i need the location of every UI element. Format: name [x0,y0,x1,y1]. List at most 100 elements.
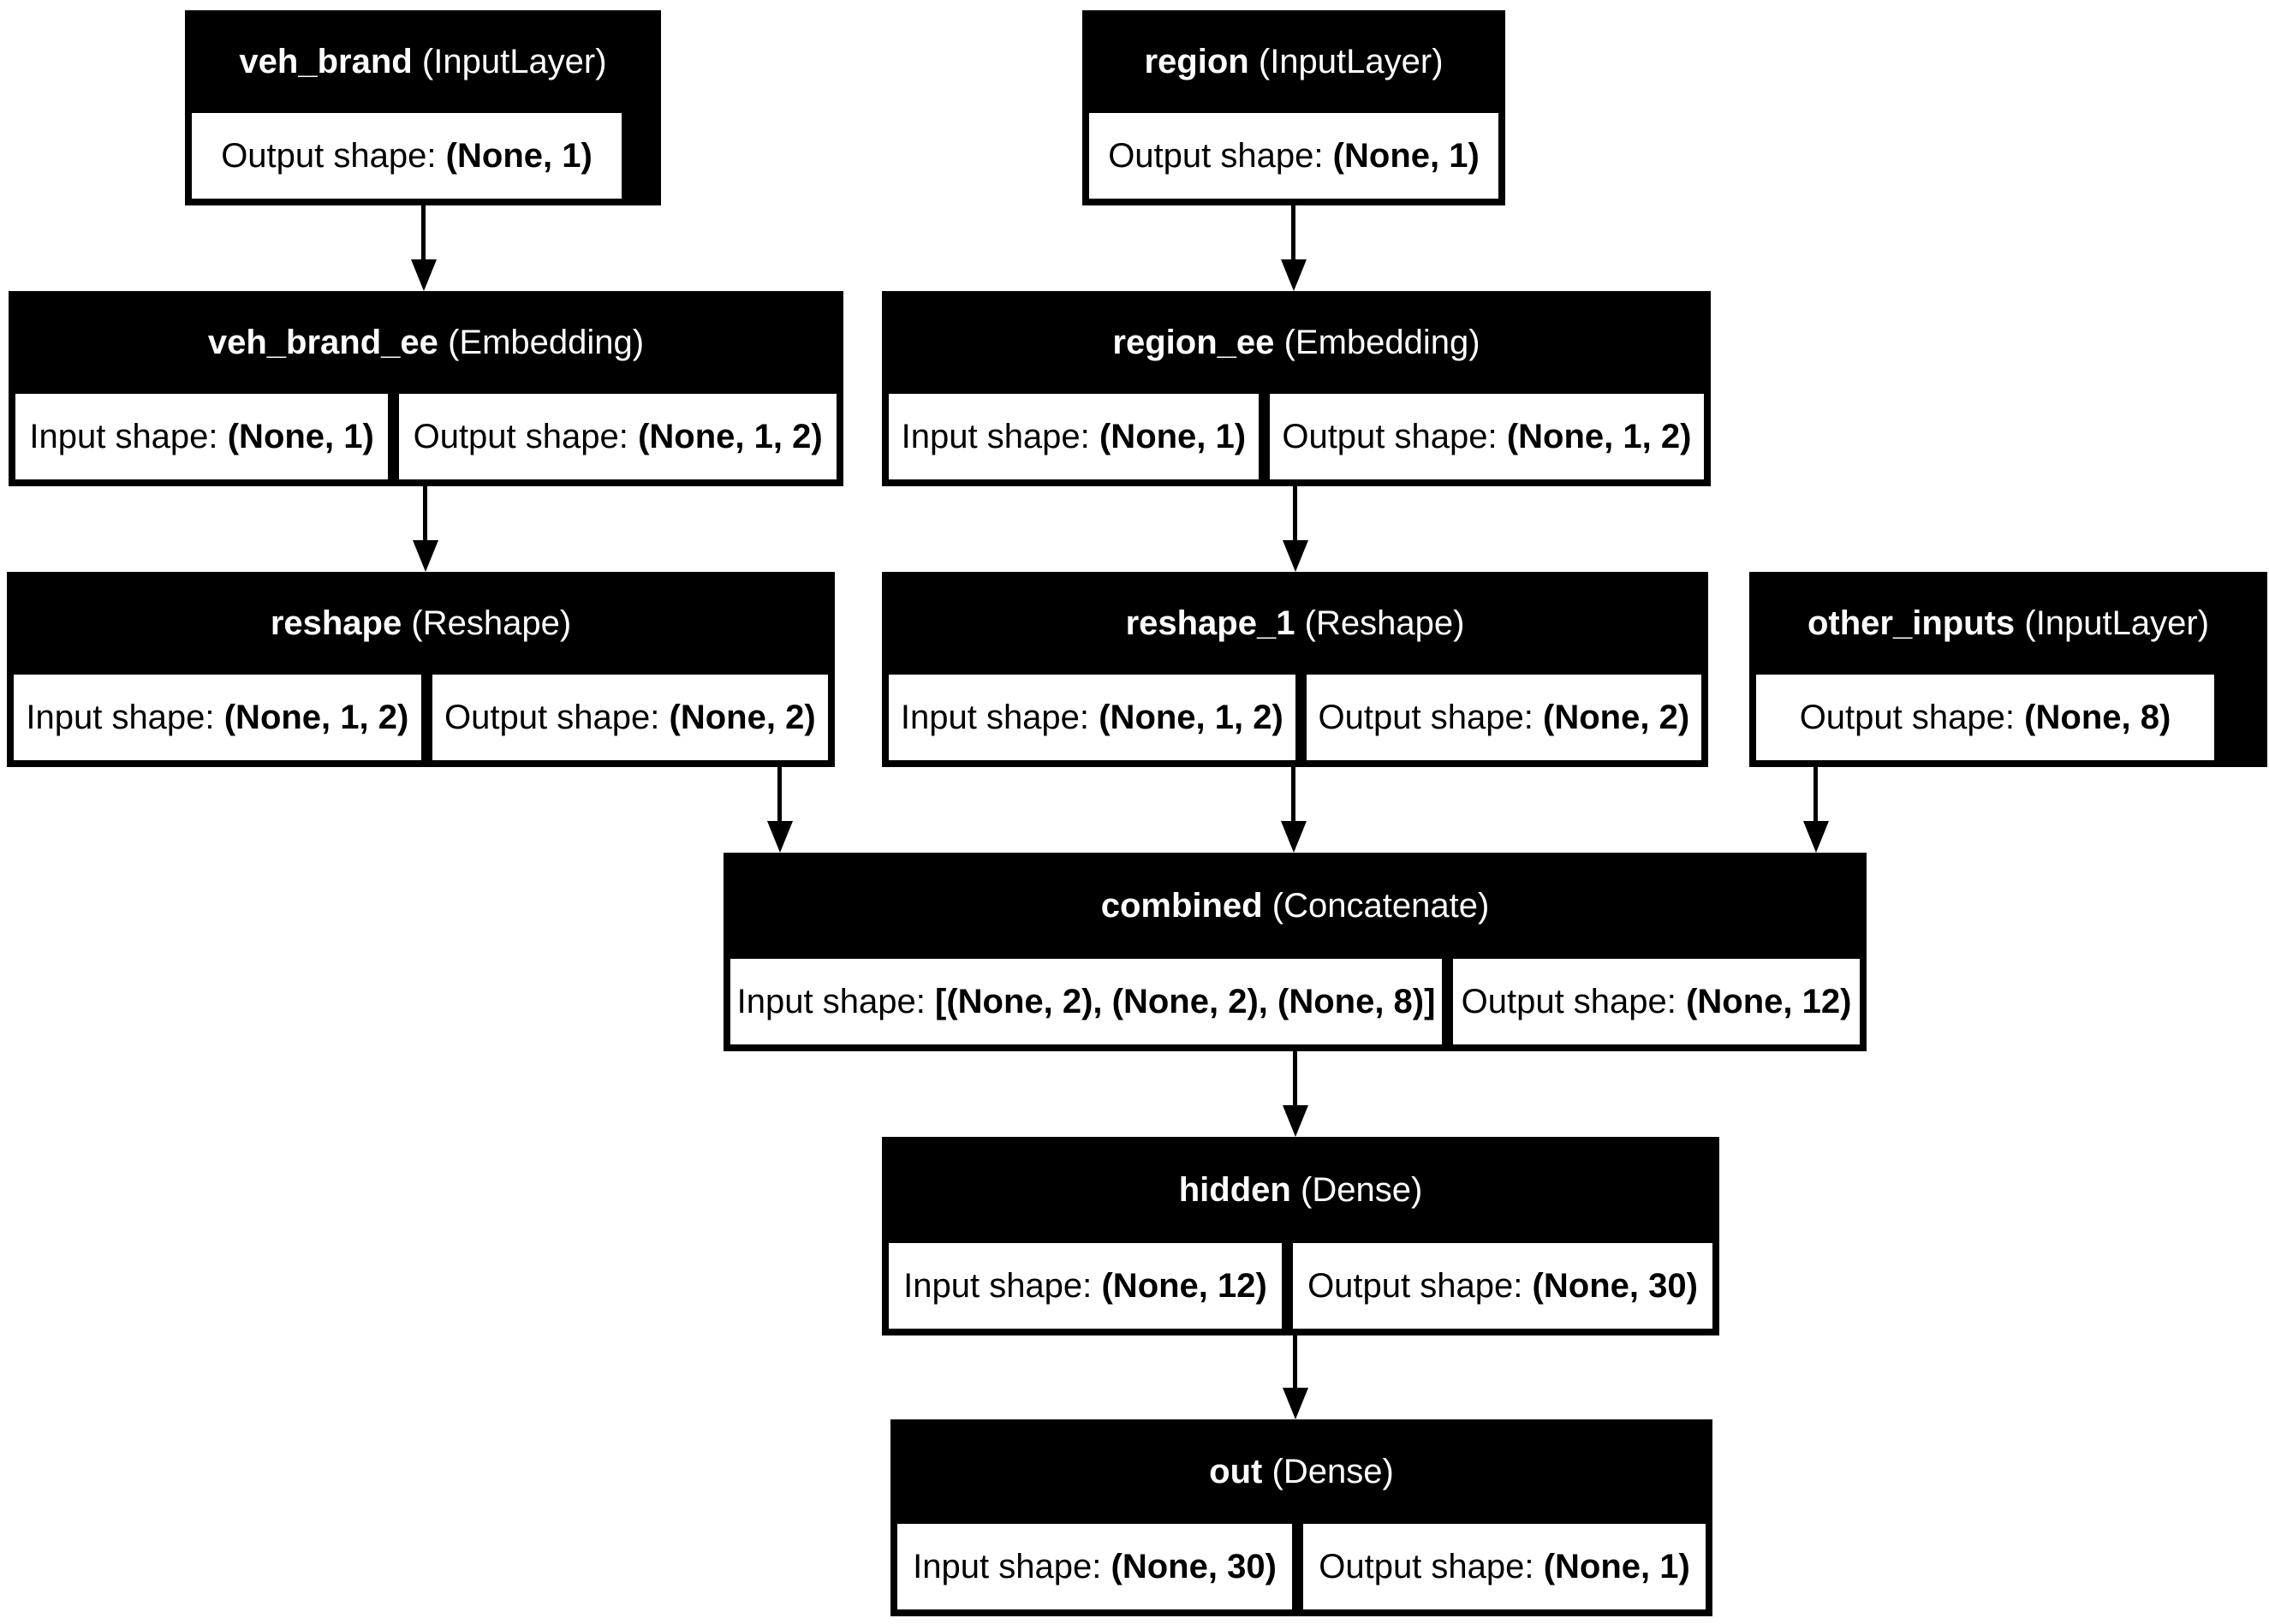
shape-cells: Output shape: (None, 8) [1756,675,2214,760]
layer-type: (Reshape) [411,604,572,642]
edge-line [777,767,782,824]
input-shape-value: (None, 12) [1101,1266,1267,1305]
layer-title: reshape_1 (Reshape) [882,572,1708,675]
output-shape-cell: Output shape: (None, 1) [1303,1524,1706,1609]
layer-node-reshape-1: reshape_1 (Reshape) Input shape: (None, … [882,572,1708,767]
shape-cells: Output shape: (None, 1) [192,113,622,199]
layer-name: region_ee [1112,323,1275,361]
arrowhead-down-icon [1280,259,1307,291]
shape-cells: Input shape: (None, 1) Output shape: (No… [15,394,837,479]
layer-title: other_inputs (InputLayer) [1749,572,2267,675]
layer-type: (Reshape) [1304,604,1465,642]
input-shape-cell: Input shape: (None, 1, 2) [889,675,1295,760]
edge-line [1293,1335,1297,1390]
output-shape-label: Output shape: [1307,1266,1523,1305]
layer-type: (Dense) [1271,1452,1394,1490]
edge-region-to-region-ee [1280,205,1307,291]
output-shape-cell: Output shape: (None, 30) [1292,1243,1713,1329]
output-shape-value: (None, 1, 2) [638,417,823,455]
layer-name: reshape_1 [1125,604,1295,642]
arrowhead-down-icon [1282,540,1308,572]
input-shape-label: Input shape: [903,1266,1093,1305]
output-shape-value: (None, 2) [669,698,816,736]
edge-combined-to-hidden [1282,1051,1308,1137]
input-shape-cell: Input shape: (None, 1) [889,394,1259,479]
edge-veh-brand-ee-to-reshape [412,486,438,572]
input-shape-value: [(None, 2), (None, 2), (None, 8)] [935,982,1436,1020]
output-shape-cell: Output shape: (None, 1, 2) [399,394,837,479]
arrowhead-down-icon [1280,821,1307,853]
edge-line [1293,486,1297,543]
edge-hidden-to-out [1282,1335,1308,1419]
layer-title: region_ee (Embedding) [882,291,1711,394]
input-shape-value: (None, 1, 2) [223,698,409,736]
layer-name: veh_brand_ee [207,323,438,361]
layer-type: (InputLayer) [421,42,607,80]
input-shape-cell: Input shape: (None, 1) [15,394,389,479]
input-shape-label: Input shape: [29,417,218,455]
layer-title: veh_brand_ee (Embedding) [9,291,843,394]
layer-type: (Concatenate) [1271,886,1490,925]
output-shape-value: (None, 8) [2024,698,2171,736]
arrowhead-down-icon [1282,1388,1308,1419]
layer-type: (InputLayer) [2024,604,2210,642]
layer-title: hidden (Dense) [882,1137,1719,1243]
output-shape-cell: Output shape: (None, 8) [1756,675,2214,760]
output-shape-cell: Output shape: (None, 1, 2) [1269,394,1705,479]
layer-node-region-ee: region_ee (Embedding) Input shape: (None… [882,291,1711,486]
edge-line [1293,1051,1297,1108]
input-shape-value: (None, 1) [1099,417,1247,455]
shape-cells: Input shape: (None, 30) Output shape: (N… [897,1524,1706,1609]
layer-node-hidden: hidden (Dense) Input shape: (None, 12) O… [882,1137,1719,1335]
edge-reshape-to-combined [766,767,793,853]
arrowhead-down-icon [412,540,438,572]
output-shape-cell: Output shape: (None, 1) [192,113,622,199]
input-shape-value: (None, 30) [1111,1547,1277,1585]
output-shape-cell: Output shape: (None, 2) [432,675,829,760]
edge-line [421,205,426,262]
input-shape-cell: Input shape: (None, 1, 2) [14,675,421,760]
layer-type: (Embedding) [1283,323,1480,361]
output-shape-cell: Output shape: (None, 12) [1453,959,1860,1044]
edge-reshape-1-to-combined [1280,767,1307,853]
output-shape-value: (None, 1) [1543,1547,1690,1585]
layer-name: veh_brand [239,42,413,80]
edge-veh-brand-to-veh-brand-ee [410,205,437,291]
layer-name: combined [1100,886,1263,925]
input-shape-label: Input shape: [26,698,215,736]
output-shape-label: Output shape: [1319,1547,1534,1585]
layer-node-veh-brand-ee: veh_brand_ee (Embedding) Input shape: (N… [9,291,843,486]
layer-title: reshape (Reshape) [7,572,835,675]
arrowhead-down-icon [1802,821,1829,853]
shape-cells: Input shape: (None, 1, 2) Output shape: … [14,675,829,760]
input-shape-label: Input shape: [913,1547,1102,1585]
edge-region-ee-to-reshape-1 [1282,486,1308,572]
output-shape-label: Output shape: [1282,417,1498,455]
edge-line [1291,767,1295,824]
layer-name: region [1144,42,1249,80]
layer-type: (Embedding) [448,323,645,361]
layer-title: veh_brand (InputLayer) [185,10,661,113]
output-shape-cell: Output shape: (None, 1) [1089,113,1498,199]
layer-node-region: region (InputLayer) Output shape: (None,… [1082,10,1505,205]
output-shape-label: Output shape: [1799,698,2015,736]
output-shape-value: (None, 12) [1686,982,1852,1020]
output-shape-label: Output shape: [221,136,437,175]
output-shape-value: (None, 1) [445,136,593,175]
edge-line [1813,767,1818,824]
layer-name: hidden [1178,1170,1291,1209]
layer-name: other_inputs [1807,604,2016,642]
layer-node-out: out (Dense) Input shape: (None, 30) Outp… [890,1419,1712,1616]
output-shape-label: Output shape: [1461,982,1676,1020]
output-shape-value: (None, 30) [1532,1266,1698,1305]
output-shape-label: Output shape: [1108,136,1324,175]
arrowhead-down-icon [766,821,793,853]
shape-cells: Output shape: (None, 1) [1089,113,1498,199]
layer-node-combined: combined (Concatenate) Input shape: [(No… [724,853,1867,1051]
output-shape-value: (None, 1) [1332,136,1480,175]
output-shape-value: (None, 2) [1543,698,1690,736]
input-shape-value: (None, 1) [227,417,374,455]
layer-name: out [1209,1452,1263,1490]
input-shape-label: Input shape: [901,417,1090,455]
